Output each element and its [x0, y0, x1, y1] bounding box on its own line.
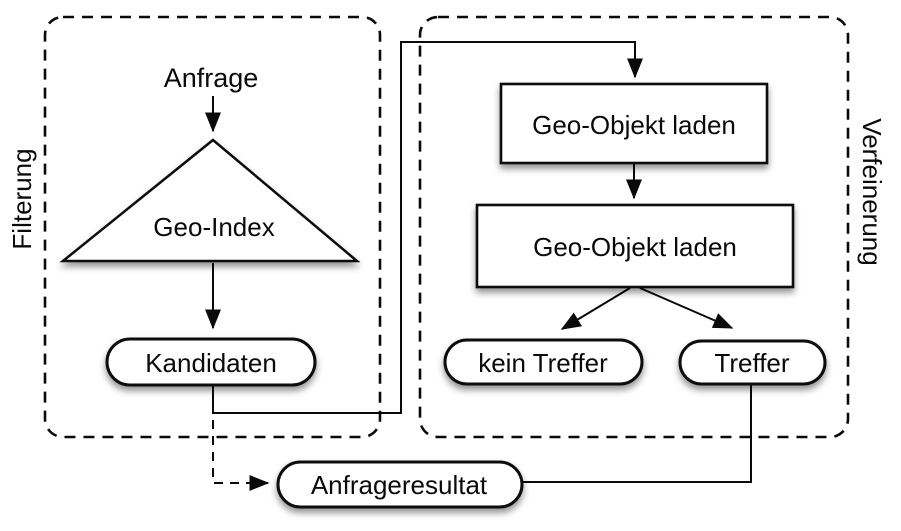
- load-object-1-node: [499, 82, 769, 165]
- kandidaten-label: Kandidaten: [145, 348, 277, 378]
- load2-to-keintreffer-arrow: [560, 287, 631, 330]
- refinement-region-label: Verfeinerung: [857, 118, 887, 265]
- treffer-to-result-connector: [523, 384, 752, 483]
- load-object-2-label: Geo-Objekt laden: [533, 232, 737, 262]
- load2-to-treffer-arrow: [639, 287, 734, 329]
- filtering-region-label: Filterung: [7, 148, 37, 249]
- anfrage-label: Anfrage: [164, 63, 259, 93]
- anfrageresultat-node: [276, 460, 524, 509]
- load-object-2-node: [475, 203, 795, 289]
- geo-index-node: [59, 138, 361, 263]
- kein-treffer-node: [443, 338, 644, 386]
- treffer-node: [678, 339, 827, 386]
- treffer-label: Treffer: [714, 348, 789, 378]
- kein-treffer-label: kein Treffer: [478, 348, 608, 378]
- load-object-1-label: Geo-Objekt laden: [532, 110, 736, 140]
- kandidaten-to-result-dashed-arrow: [212, 420, 270, 491]
- kandidaten-node: [105, 337, 317, 387]
- geo-index-label: Geo-Index: [153, 212, 274, 242]
- kandidaten-to-load1-connector: [212, 41, 643, 414]
- anfrageresultat-label: Anfrageresultat: [311, 470, 488, 500]
